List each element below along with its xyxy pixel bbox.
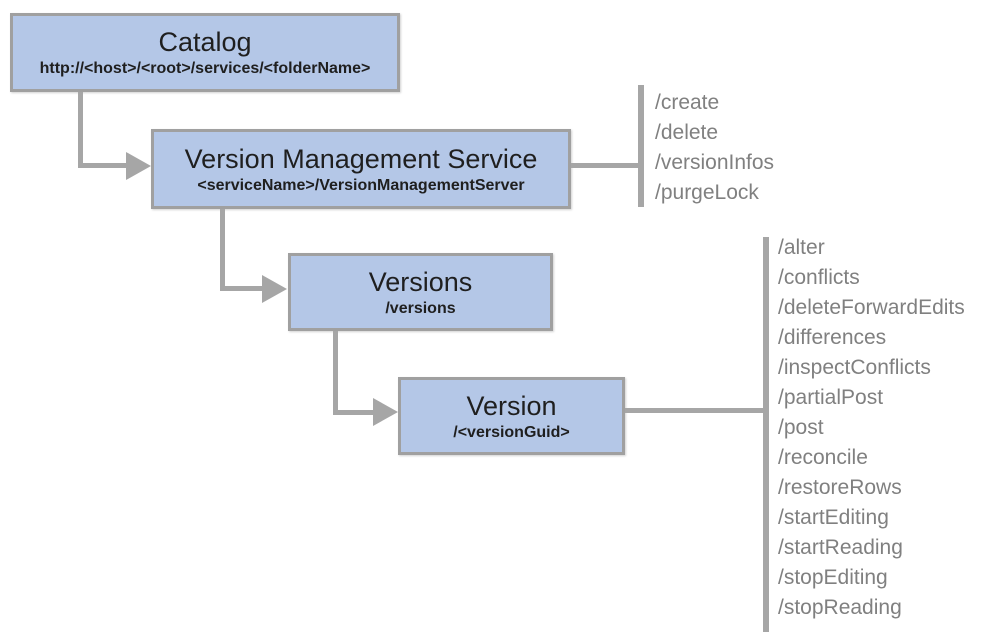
node-version-management-service: Version Management Service <serviceName>… [151, 129, 571, 209]
operation-label: /versionInfos [655, 151, 775, 174]
connector-vms-to-versions-vertical [220, 209, 225, 288]
node-catalog-url: http://<host>/<root>/services/<folderNam… [39, 60, 371, 77]
connector-versions-to-version-vertical [333, 331, 338, 412]
node-versions-title: Versions [368, 266, 473, 297]
connector-catalog-to-vms-horizontal [78, 163, 127, 168]
arrowhead-into-versions-icon [262, 275, 287, 303]
operation-label: /differences [778, 326, 887, 349]
connector-catalog-to-vms-vertical [78, 92, 83, 168]
bracket-version-operations [763, 237, 769, 632]
operation-label: /conflicts [778, 266, 860, 289]
connector-version-to-operations [625, 408, 765, 413]
connector-vms-to-operations [571, 163, 640, 168]
operation-label: /inspectConflicts [778, 356, 931, 379]
operation-label: /create [655, 91, 720, 114]
node-version-url: /<versionGuid> [453, 423, 570, 441]
operations-list-version: /alter/conflicts/deleteForwardEdits/diff… [778, 233, 965, 623]
operation-label: /delete [655, 121, 719, 144]
bracket-vms-operations [638, 85, 644, 207]
arrowhead-into-version-icon [373, 398, 398, 426]
operations-list-vms: /create/delete/versionInfos/purgeLock [655, 88, 774, 208]
operation-label: /stopEditing [778, 566, 888, 589]
operation-label: /deleteForwardEdits [778, 296, 965, 319]
node-versions: Versions /versions [288, 253, 553, 331]
operation-label: /reconcile [778, 446, 868, 469]
operation-label: /alter [778, 236, 825, 259]
operation-label: /startEditing [778, 506, 889, 529]
operation-label: /startReading [778, 536, 903, 559]
node-version-management-service-url: <serviceName>/VersionManagementServer [197, 176, 525, 194]
connector-vms-to-versions-horizontal [220, 286, 262, 291]
operation-label: /stopReading [778, 596, 902, 619]
node-version-management-service-title: Version Management Service [184, 143, 538, 174]
node-versions-url: /versions [385, 299, 456, 317]
node-version: Version /<versionGuid> [398, 377, 625, 455]
arrowhead-into-vms-icon [126, 152, 151, 180]
node-catalog-title: Catalog [158, 27, 252, 57]
operation-label: /post [778, 416, 824, 439]
node-catalog: Catalog http://<host>/<root>/services/<f… [10, 13, 400, 92]
connector-versions-to-version-horizontal [333, 410, 373, 415]
operation-label: /partialPost [778, 386, 884, 409]
node-version-title: Version [466, 390, 557, 421]
operation-label: /restoreRows [778, 476, 902, 499]
operation-label: /purgeLock [655, 181, 759, 204]
